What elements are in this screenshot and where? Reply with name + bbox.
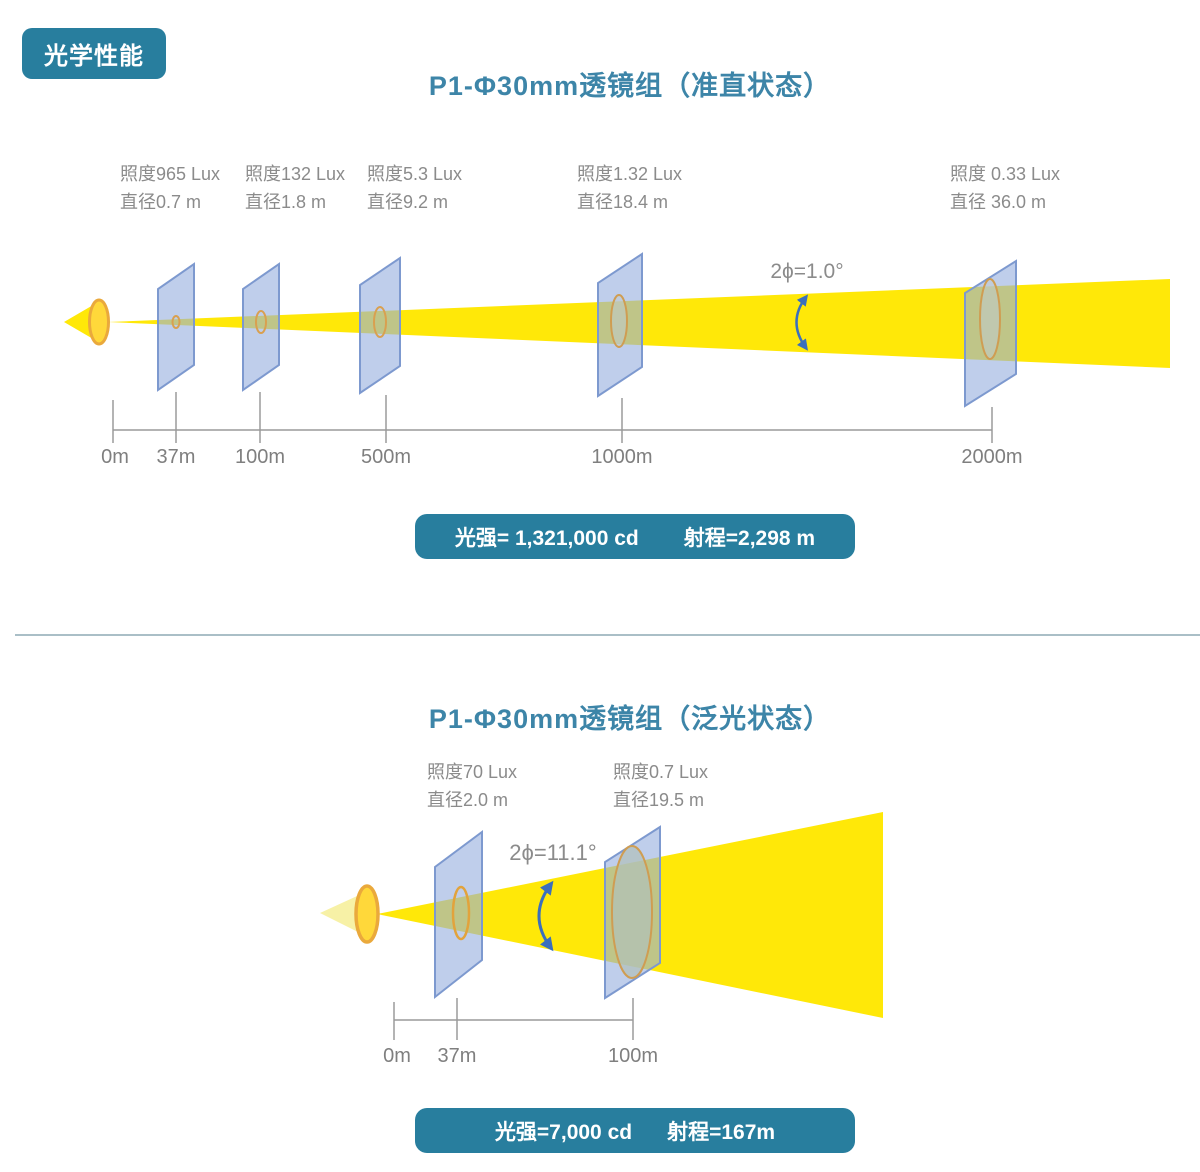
screen-panel-37m [434,830,483,1000]
d1-screen1-label: 照度965 Lux 直径0.7 m [120,160,220,216]
intensity-value: 光强= 1,321,000 cd [454,526,639,550]
d2-summary-pill: 光强=7,000 cd 射程=167m [415,1108,855,1153]
diagram2-title: P1-Φ30mm透镜组（泛光状态） [428,704,832,734]
collimated-beam-diagram: 2ϕ=1.0° 0m 37m 100m 500m 1000m 2000m [64,252,1170,468]
diameter-text: 直径1.8 m [245,192,327,212]
beam-spot-500m [373,306,387,338]
d1-screen3-label: 照度5.3 Lux 直径9.2 m [367,160,462,216]
section-divider [15,634,1200,636]
d2-screen1-label: 照度70 Lux 直径2.0 m [427,758,517,814]
beam-spot-1000m [610,294,628,348]
illuminance-text: 照度132 Lux [245,164,346,184]
axis-label: 500m [361,446,411,468]
illuminance-text: 照度5.3 Lux [367,164,463,184]
illuminance-text: 照度0.7 Lux [613,762,709,782]
beam-spot-37m [451,885,471,941]
axis-label: 37m [157,446,196,468]
screen-panel-500m [359,256,401,395]
diameter-text: 直径 36.0 m [950,192,1047,212]
diameter-text: 直径0.7 m [120,192,202,212]
axis-label: 0m [383,1045,411,1067]
d2-angle-label: 2ϕ=11.1° [509,840,596,865]
illuminance-text: 照度70 Lux [427,762,518,782]
diagram1-title: P1-Φ30mm透镜组（准直状态） [428,71,832,101]
illuminance-text: 照度965 Lux [120,164,221,184]
diameter-text: 直径2.0 m [427,790,509,810]
d1-angle-label: 2ϕ=1.0° [770,260,843,283]
d2-screen2-label: 照度0.7 Lux 直径19.5 m [613,758,708,814]
axis-label: 100m [235,446,285,468]
beam-spot-2000m [979,278,1001,360]
section-badge: 光学性能 [22,28,166,79]
d1-screen2-label: 照度132 Lux 直径1.8 m [245,160,345,216]
axis-label: 1000m [591,446,652,468]
flood-beam-diagram: 2ϕ=11.1° 0m 37m 100m [320,812,883,1067]
illuminance-text: 照度 0.33 Lux [950,164,1061,184]
d1-summary-pill: 光强= 1,321,000 cd 射程=2,298 m [415,514,855,559]
diameter-text: 直径19.5 m [613,790,705,810]
source-lens [88,298,110,346]
illuminance-text: 照度1.32 Lux [577,164,683,184]
beam-spot-100m [611,845,653,979]
diameter-text: 直径9.2 m [367,192,449,212]
angle-arrow [795,294,809,351]
beam-spot-37m [171,315,181,329]
d1-screen4-label: 照度1.32 Lux 直径18.4 m [577,160,682,216]
axis-label: 37m [438,1045,477,1067]
beam-spot-100m [255,310,267,334]
d1-screen5-label: 照度 0.33 Lux 直径 36.0 m [950,160,1060,216]
source-lens [354,884,380,944]
range-value: 射程=2,298 m [683,526,816,550]
angle-arrow [537,880,554,952]
diameter-text: 直径18.4 m [577,192,669,212]
axis-label: 2000m [961,446,1022,468]
axis-label: 100m [608,1045,658,1067]
screen-panel-100m [242,262,280,392]
axis-label: 0m [101,446,129,468]
intensity-value: 光强=7,000 cd [494,1120,633,1144]
range-value: 射程=167m [667,1120,776,1144]
